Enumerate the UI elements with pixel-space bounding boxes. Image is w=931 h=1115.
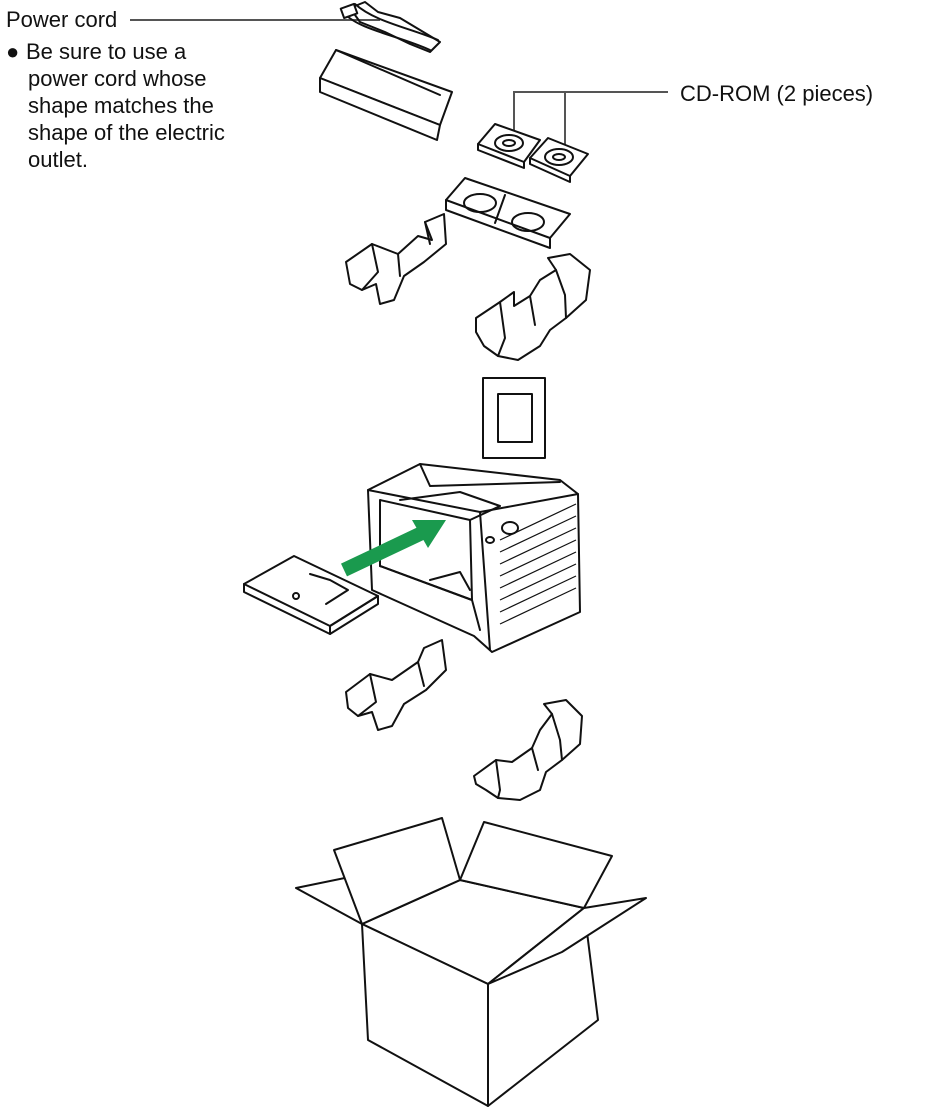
power-cord-label: Power cord [6, 7, 118, 32]
tray-piece [319, 49, 453, 141]
foam-block-bottom-right [473, 699, 583, 801]
cd-case-piece [445, 177, 571, 249]
foam-block-bottom-left [345, 639, 447, 731]
scanner-device [367, 463, 581, 653]
bullet-icon: ● [6, 39, 20, 64]
cd-rom-label: CD-ROM (2 pieces) [680, 81, 874, 106]
note-line-4: shape of the electric [28, 120, 225, 145]
paper-tray-accessory [243, 555, 379, 635]
insert-arrow [340, 520, 446, 577]
foam-block-top-right [475, 253, 591, 361]
instruction-sheet [482, 377, 546, 459]
foam-block-top-left [345, 213, 447, 305]
cd-rom-right-icon [529, 137, 589, 183]
cd-rom-left-icon [477, 123, 541, 169]
note-line-1: ●Be sure to use a [6, 38, 225, 65]
cardboard-box [295, 817, 647, 1107]
note-line-2: power cord whose [28, 66, 207, 91]
power-cord-note: ●Be sure to use a power cord whose shape… [6, 38, 225, 173]
power-cord-icon [339, 1, 441, 53]
note-line-5: outlet. [28, 147, 88, 172]
note-line-3: shape matches the [28, 93, 214, 118]
note-line-1-text: Be sure to use a [26, 39, 187, 64]
cd-rom-leader-right [564, 91, 668, 150]
cd-rom-leader-left [513, 91, 565, 134]
